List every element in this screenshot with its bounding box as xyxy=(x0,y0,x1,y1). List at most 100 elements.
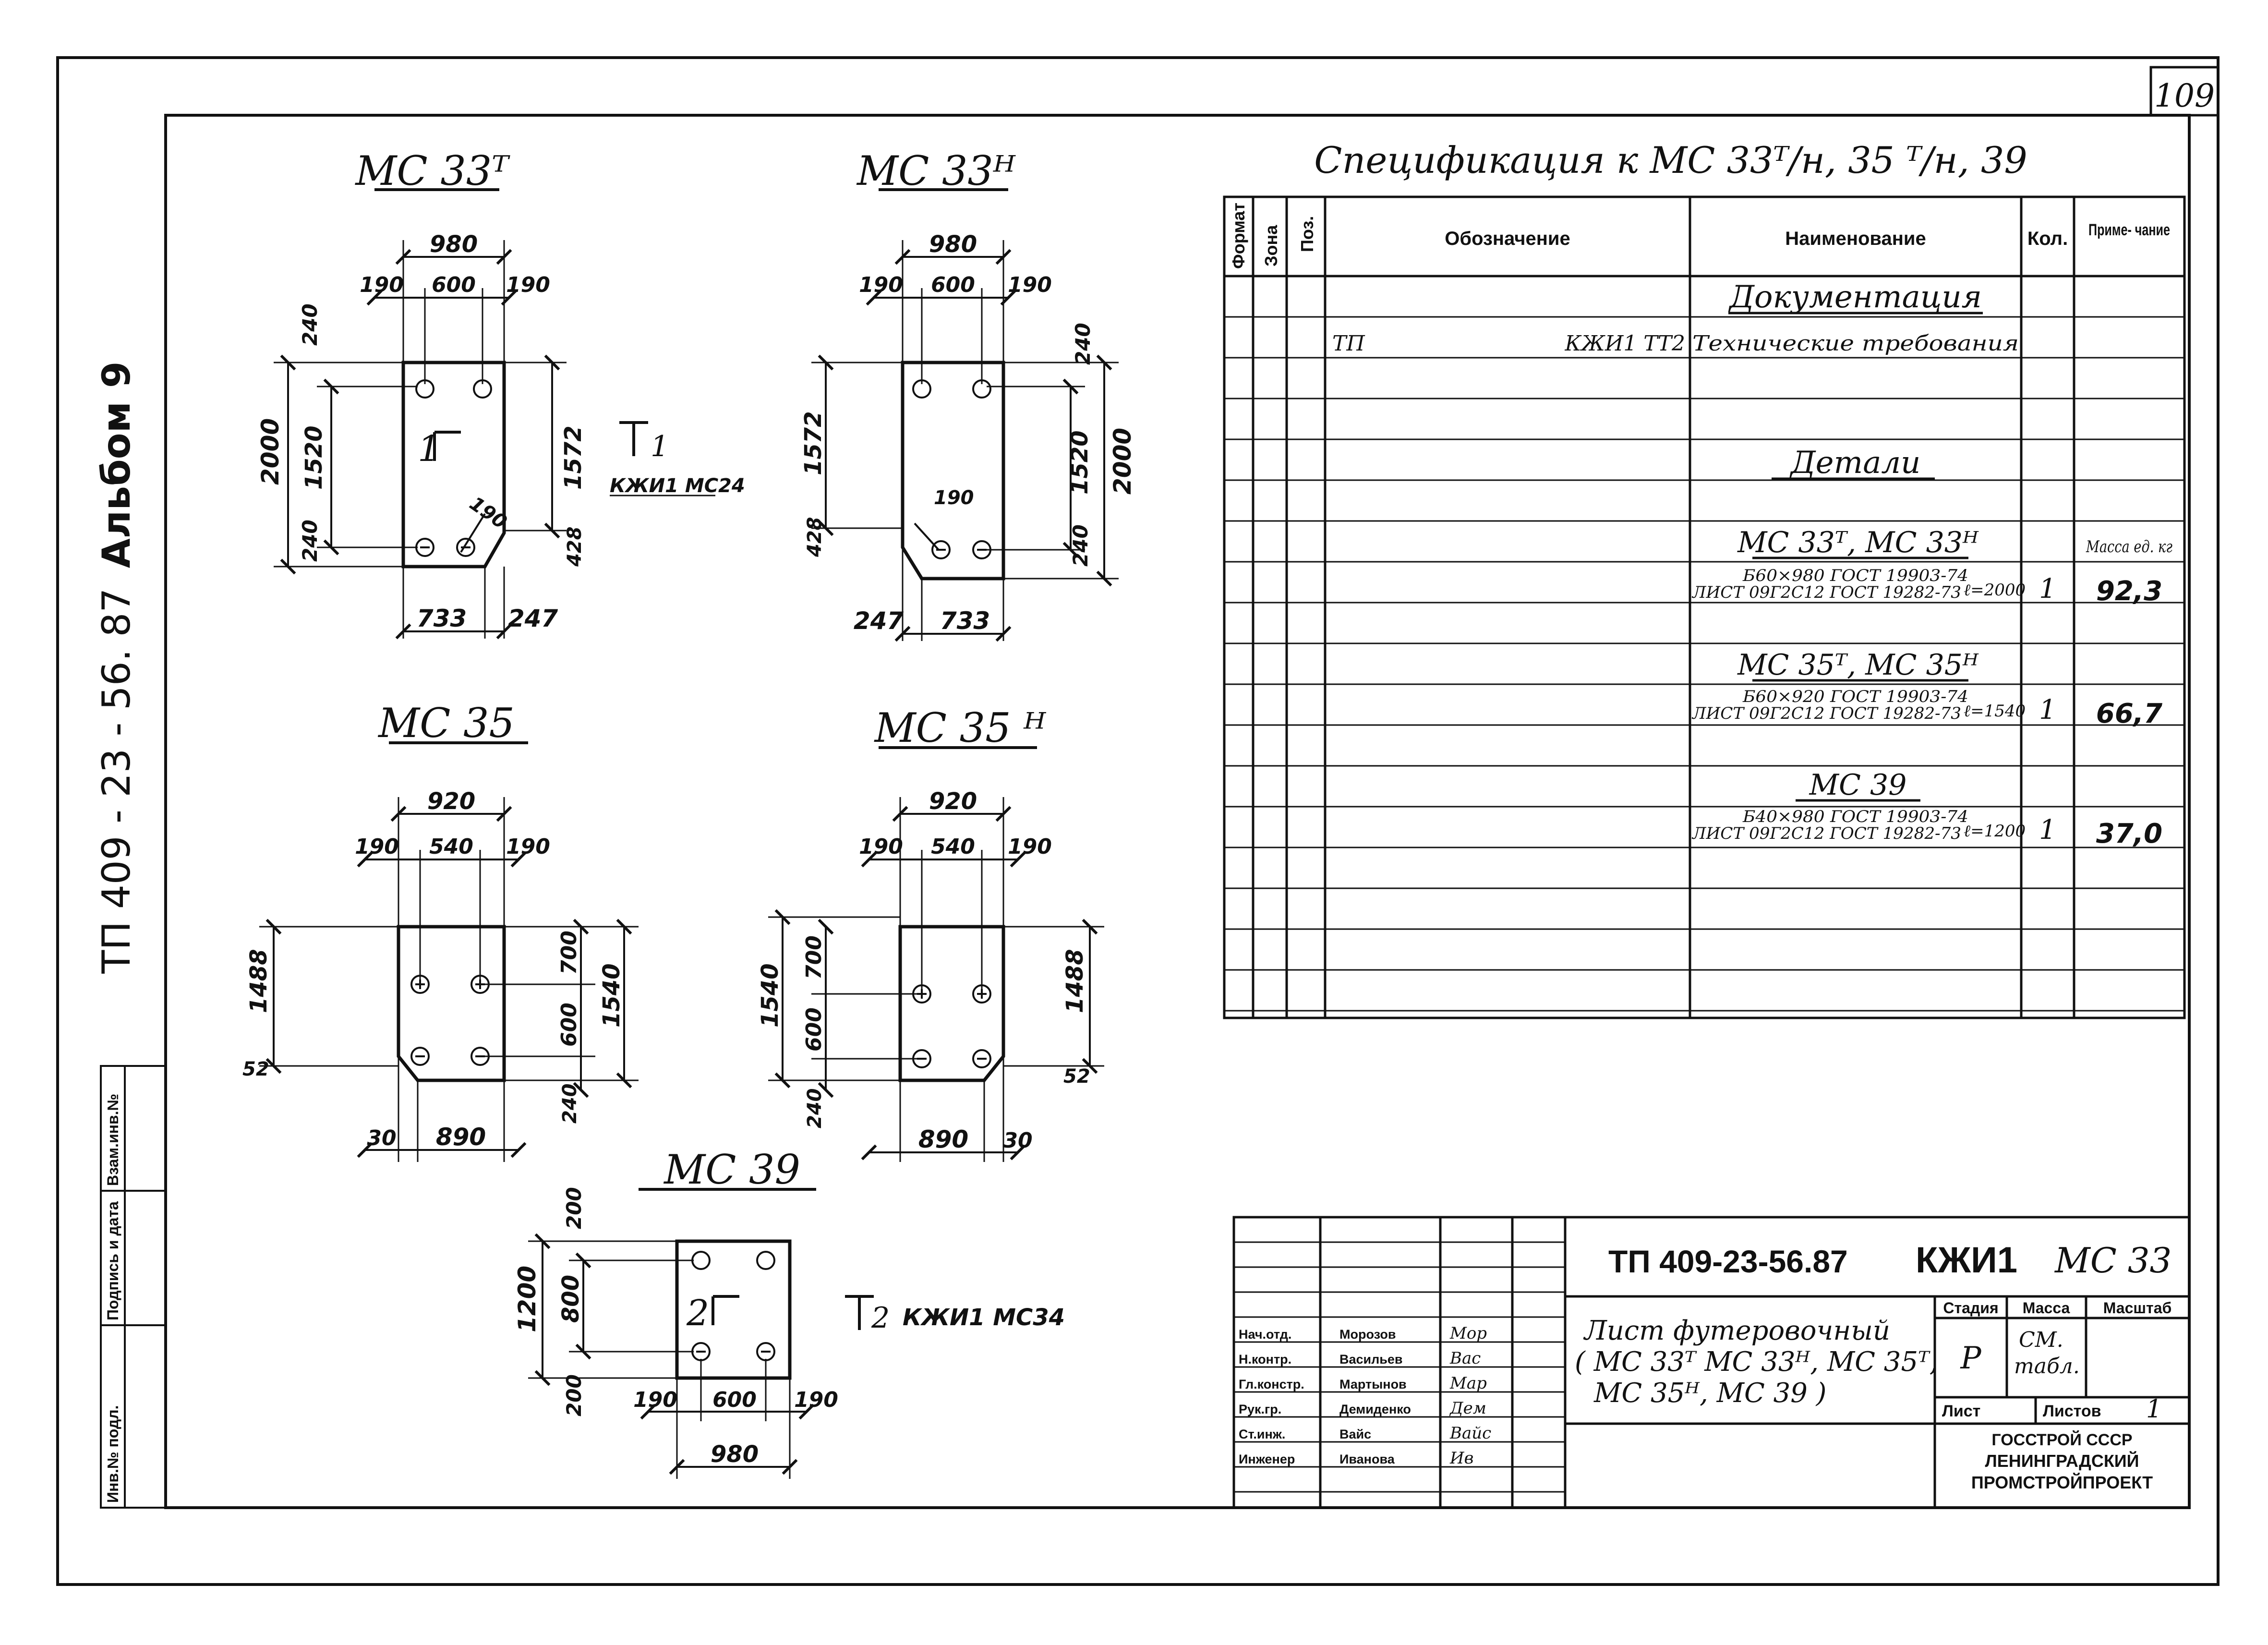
mc33t-dim-top: 240 xyxy=(298,303,322,346)
spec-group-line1: Б60×920 ГОСТ 19903-74 xyxy=(1742,687,1968,706)
side-code: ТП 409 - 23 - 56. 87 Альбом 9 xyxy=(94,361,139,974)
tb-staff-name: Демиденко xyxy=(1339,1402,1411,1416)
mc35-dim-b1: 30 xyxy=(367,1126,396,1150)
tb-mass: СМ. табл. xyxy=(2014,1328,2080,1379)
tb-staff-signature: Дем xyxy=(1449,1399,1486,1418)
tb-name-line-1: Лист футеровочный xyxy=(1583,1315,1890,1346)
drawing-mc33t: МС 33ᵀ 980 190 600 190 240 xyxy=(256,147,745,640)
mc33t-dim-right-height: 1572 xyxy=(560,425,587,490)
mc35-dim-left-height: 1488 xyxy=(245,949,272,1013)
spec-doc-pos: ТП xyxy=(1332,331,1365,356)
tb-doc-mark: КЖИ1 xyxy=(1916,1240,2017,1281)
tb-staff-role: Н.контр. xyxy=(1239,1352,1291,1367)
tb-staff-role: Инженер xyxy=(1239,1452,1295,1466)
tb-mass-line-1: СМ. xyxy=(2019,1328,2063,1352)
mc33n-dim-top: 240 xyxy=(1071,323,1095,365)
tb-org-3: ПРОМСТРОЙПРОЕКТ xyxy=(1971,1472,2153,1492)
tb-staff-row-6: Инженер Иванова Ив xyxy=(1239,1449,1473,1468)
spec-header-note: Приме- чание xyxy=(2088,221,2170,239)
mc33n-dim-base2: 733 xyxy=(940,607,990,635)
mc33t-dim-left: 190 xyxy=(360,273,404,297)
stamp-sign: Подпись и дата xyxy=(104,1201,121,1320)
tb-sheets-value: 1 xyxy=(2146,1395,2162,1424)
mc33t-dim-right: 190 xyxy=(506,273,550,297)
drawing-mc35: МС 35 920 190 540 190 xyxy=(242,700,639,1162)
mc33n-plate xyxy=(901,361,1005,581)
spec-group-note: 37,0 xyxy=(2096,818,2162,849)
tb-staff-signature: Ив xyxy=(1449,1449,1473,1468)
tb-staff-signature: Вас xyxy=(1449,1349,1481,1368)
mc35n-title: МС 35 ᴴ xyxy=(874,704,1047,751)
mc33n-dim-base1: 247 xyxy=(854,607,904,635)
stamp-strip xyxy=(100,1065,167,1509)
tb-mass-line-2: табл. xyxy=(2014,1354,2080,1379)
tb-col-stage: Стадия xyxy=(1943,1299,1998,1317)
tb-staff-role: Рук.гр. xyxy=(1239,1402,1281,1416)
mc35n-dim-right: 190 xyxy=(1008,835,1052,859)
tb-staff-row-1: Нач.отд. Морозов Мор xyxy=(1239,1324,1487,1343)
tb-staff-name: Морозов xyxy=(1339,1327,1396,1342)
tb-staff-row-2: Н.контр. Васильев Вас xyxy=(1239,1349,1481,1368)
mc33n-dim-chamfer: 190 xyxy=(934,487,974,509)
stamp-replace: Взам.инв.№ xyxy=(104,1094,121,1186)
mc33n-dim-left: 190 xyxy=(859,273,903,297)
spec-group-3: МС 39 Б40×980 ГОСТ 19903-74 ЛИСТ 09Г2С12… xyxy=(1691,768,2162,849)
mc33n-dim-chamfer-height: 428 xyxy=(804,517,826,558)
spec-group-line2: ЛИСТ 09Г2С12 ГОСТ 19282-73 xyxy=(1691,583,1961,602)
drawing-mc39: МС 39 200 1200 800 200 190 600 190 980 2 xyxy=(513,1146,1065,1479)
mc35-title: МС 35 xyxy=(377,700,515,747)
mc39-plate xyxy=(675,1239,792,1380)
spec-group-len: ℓ=1540 xyxy=(1964,702,2026,721)
spec-group-len: ℓ=2000 xyxy=(1964,581,2026,600)
mc39-dim-bot: 200 xyxy=(562,1374,586,1416)
tb-org-1: ГОССТРОЙ СССР xyxy=(1991,1430,2132,1449)
mc33t-dim-width: 980 xyxy=(430,231,478,258)
tb-staff-name: Мартынов xyxy=(1339,1377,1407,1391)
side-caption: ТП 409 - 23 - 56. 87 Альбом 9 xyxy=(94,361,139,974)
mc39-dim-mid: 800 xyxy=(557,1275,584,1323)
tb-mark: МС 33 xyxy=(2054,1240,2171,1281)
mc39-pos-label: 2 xyxy=(686,1293,709,1334)
tb-staff-role: Нач.отд. xyxy=(1239,1327,1291,1342)
outer-frame xyxy=(56,56,2220,1586)
mc35-plate xyxy=(397,925,506,1082)
mc33t-pos-label: 1 xyxy=(418,428,440,470)
mc35n-dim-b2: 30 xyxy=(1003,1128,1032,1153)
mc35n-dim-low: 52 xyxy=(1063,1065,1090,1088)
mc33t-title: МС 33ᵀ xyxy=(354,147,510,194)
staff-grid xyxy=(1234,1241,1565,1493)
spec-group-note: 66,7 xyxy=(2096,698,2162,729)
mc35n-dim-center: 540 xyxy=(931,835,975,859)
spec-group-2: МС 35ᵀ, МС 35ᴴ Б60×920 ГОСТ 19903-74 ЛИС… xyxy=(1691,648,2162,729)
mc35-dim-left: 190 xyxy=(355,835,399,859)
mc33t-dim-bot: 240 xyxy=(298,520,322,562)
mc33t-dim-chamfer-height: 428 xyxy=(564,527,586,568)
mc35n-dim-left: 190 xyxy=(859,835,903,859)
mc33n-dim-height: 2000 xyxy=(1109,428,1136,495)
mc33n-dim-left-height: 1572 xyxy=(800,411,827,475)
side-album-text: Альбом 9 xyxy=(94,361,139,568)
mc35-dim-rb: 240 xyxy=(559,1084,581,1124)
spec-group-qty: 1 xyxy=(2039,573,2056,605)
page-number: 109 xyxy=(2154,77,2215,114)
mc35n-dim-b1: 890 xyxy=(918,1125,968,1153)
mc39-dim-width: 980 xyxy=(711,1441,759,1468)
spec-group-name: МС 39 xyxy=(1809,768,1907,802)
spec-group-len: ℓ=1200 xyxy=(1964,822,2026,841)
spec-rows xyxy=(1224,316,2184,1012)
spec-group-note: 92,3 xyxy=(2096,576,2162,607)
spec-group-line2: ЛИСТ 09Г2С12 ГОСТ 19282-73 xyxy=(1691,824,1961,843)
tb-staff-role: Ст.инж. xyxy=(1239,1427,1285,1441)
mc39-dim-right: 190 xyxy=(794,1388,838,1412)
spec-group-qty: 1 xyxy=(2039,694,2056,726)
spec-title: Спецификация к МС 33ᵀ/н, 35 ᵀ/н, 39 xyxy=(1314,139,2027,181)
mc33t-dim-height: 2000 xyxy=(256,418,284,485)
mc39-title: МС 39 xyxy=(663,1146,800,1193)
page-number-box xyxy=(2149,66,2220,117)
mc35n-plate xyxy=(898,925,1005,1082)
spec-group-name: МС 33ᵀ, МС 33ᴴ xyxy=(1737,526,1979,559)
tb-sheet-label: Лист xyxy=(1942,1402,1980,1420)
mc39-dim-left: 190 xyxy=(633,1388,677,1412)
mc35n-dim-width: 920 xyxy=(929,788,977,815)
